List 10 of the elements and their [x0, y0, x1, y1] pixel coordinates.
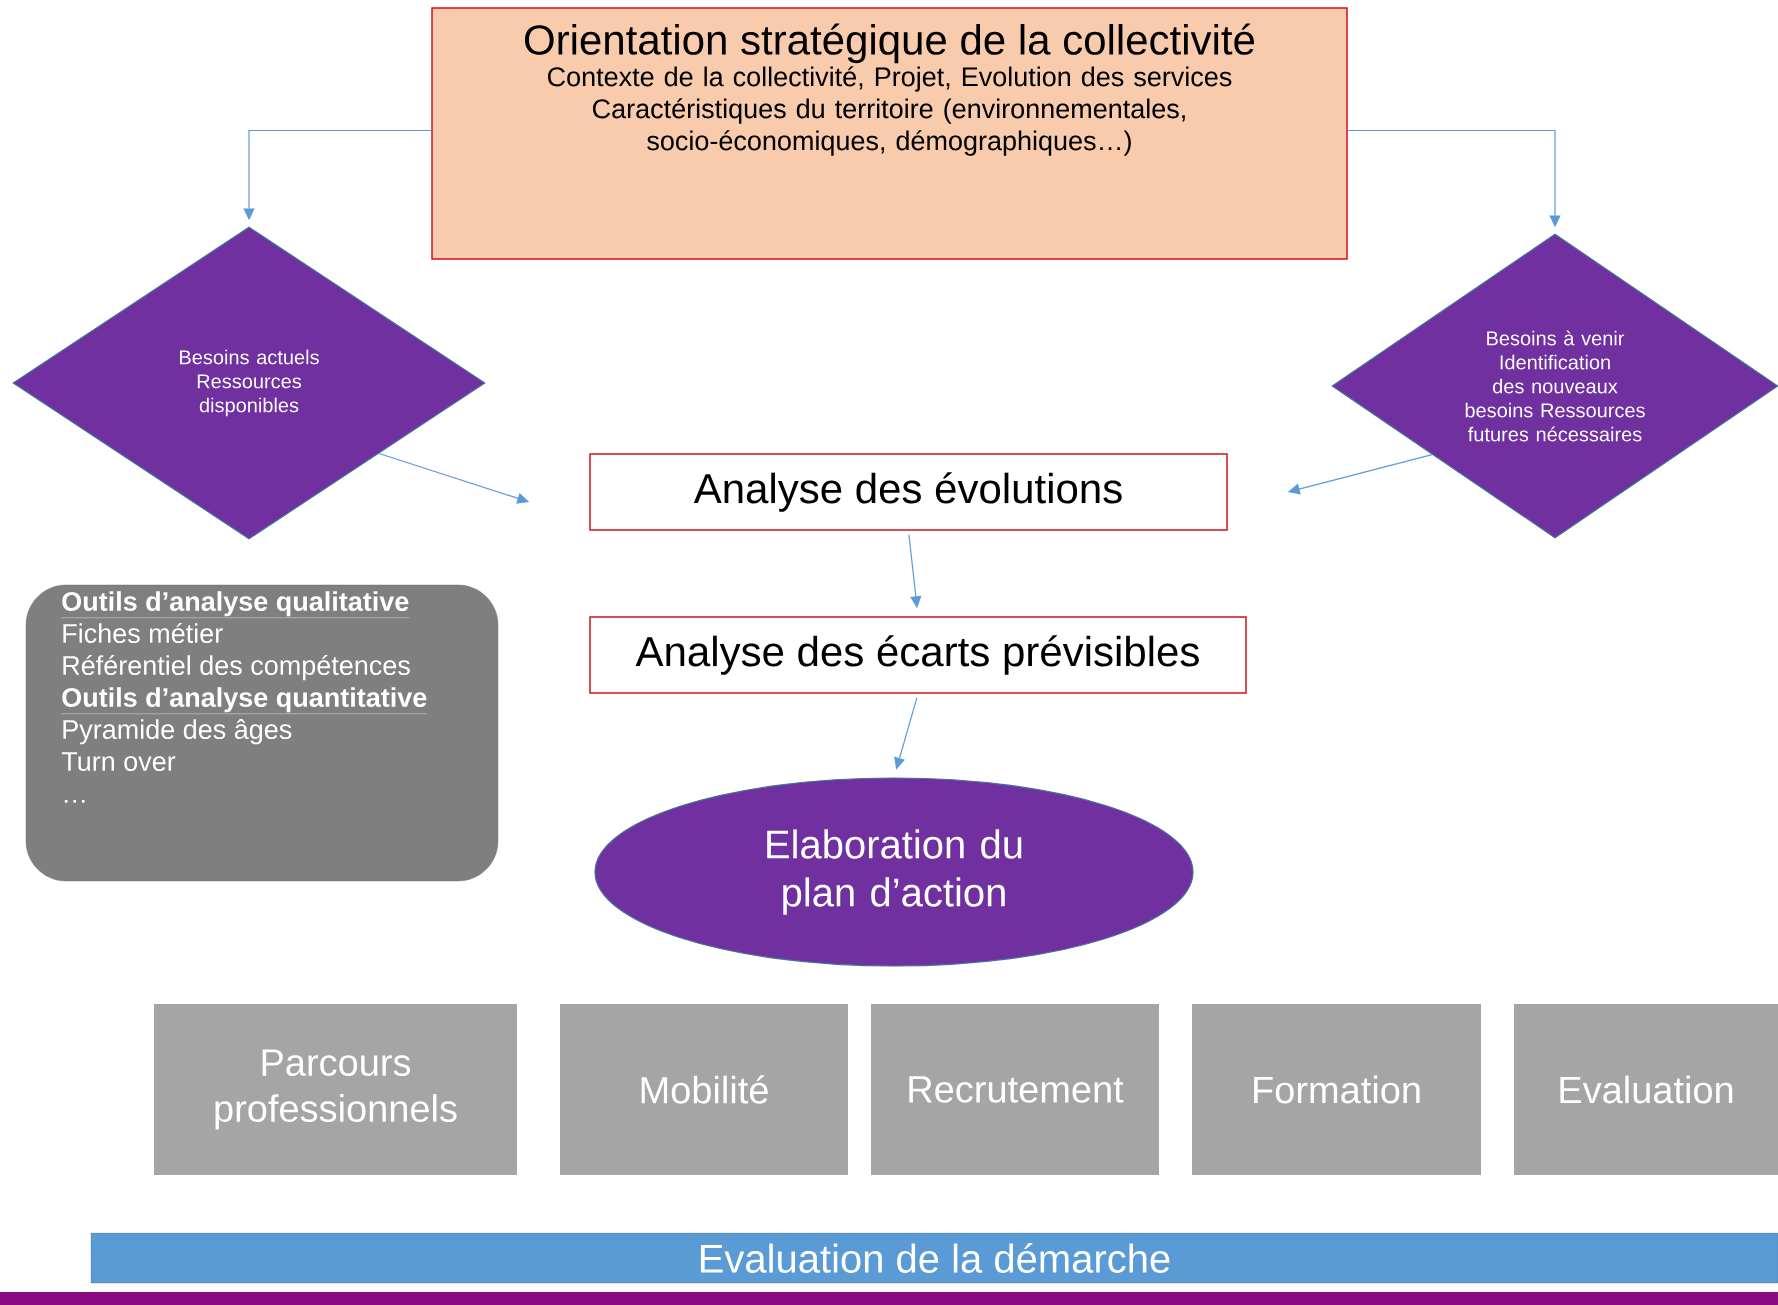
action-box: Formation	[1192, 1004, 1481, 1175]
action-box: Evaluation	[1514, 1004, 1778, 1175]
process-box: Analyse des écarts prévisibles	[589, 616, 1247, 694]
evaluation-band: Evaluation de la démarche	[90, 1232, 1778, 1284]
action-box: Recrutement	[871, 1004, 1159, 1175]
action-box: Mobilité	[560, 1004, 848, 1175]
process-box: Analyse des évolutions	[589, 453, 1228, 531]
action-box: Parcours professionnels	[154, 1004, 517, 1175]
tools-panel: Outils d’analyse qualitative Fiches métier Référentiel des compétences Outils d’analyse quantitative Pyramide des âges Turn over …	[25, 584, 499, 882]
orientation-box: Orientation stratégique de la collectivité Contexte de la collectivité, Projet, Evolution des services Caractéristiques du territoire (environnementales, socio-économiques, démographiques…)	[431, 7, 1348, 260]
